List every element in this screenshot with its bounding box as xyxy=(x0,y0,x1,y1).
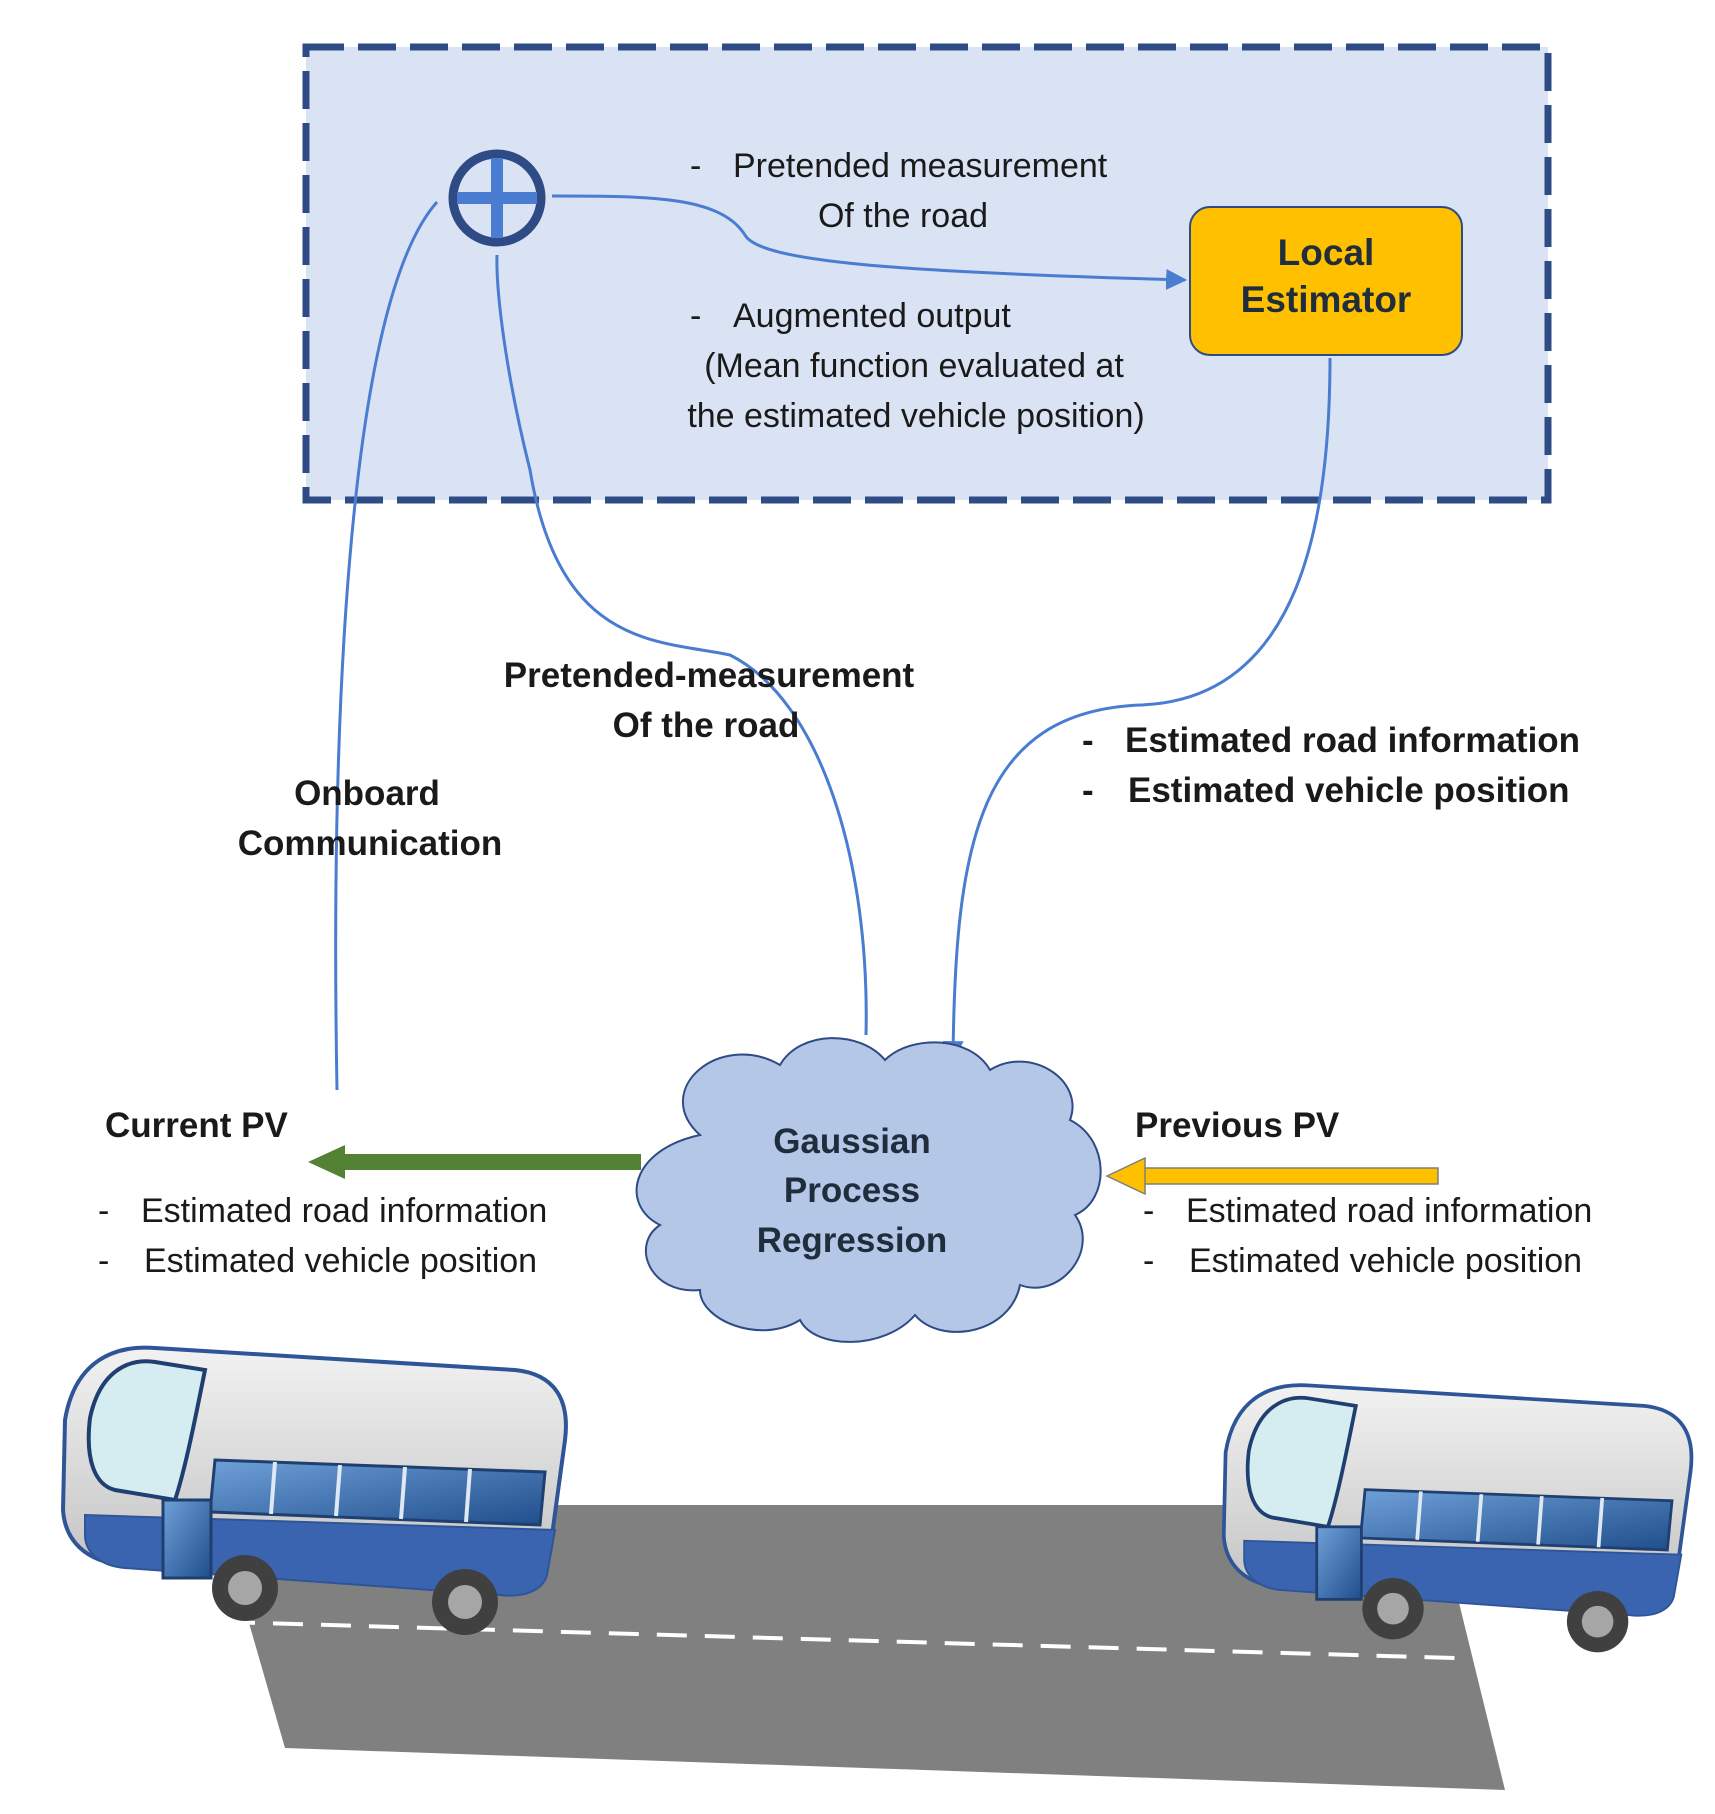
arrow-from-previous-pv xyxy=(1105,1156,1439,1196)
current-pv-title: Current PV xyxy=(105,1106,288,1145)
augmented-line-2: (Mean function evaluated at xyxy=(704,347,1124,385)
local-estimator-label-2: Estimator xyxy=(1241,279,1412,320)
previous-pv-title: Previous PV xyxy=(1135,1106,1340,1145)
pretended-road-line-1: Pretended-measurement xyxy=(504,656,915,695)
estimated-vehicle-position: Estimated vehicle position xyxy=(1128,771,1570,810)
arrow-to-current-pv xyxy=(308,1145,641,1179)
local-estimator-box xyxy=(1189,206,1463,356)
current-pv-dash-1: - xyxy=(98,1192,109,1230)
gpr-label-2: Process xyxy=(784,1171,920,1210)
pretended-road-line-2: Of the road xyxy=(613,706,800,745)
augmented-line-1: Augmented output xyxy=(733,297,1011,335)
connector-pretended-measurement xyxy=(495,254,868,1036)
onboard-line-1: Onboard xyxy=(294,774,440,813)
pretended-line-1: Pretended measurement xyxy=(733,147,1108,185)
plus-circle-icon xyxy=(448,149,546,247)
onboard-line-2: Communication xyxy=(238,824,502,863)
bus-current-pv-icon xyxy=(60,1345,568,1635)
estimated-dash-1: - xyxy=(1082,721,1094,760)
previous-pv-road-info: Estimated road information xyxy=(1186,1192,1592,1230)
connector-estimator-to-gpr xyxy=(942,357,1332,1063)
local-estimator-label-1: Local xyxy=(1278,232,1375,273)
previous-pv-vehicle-position: Estimated vehicle position xyxy=(1189,1242,1582,1280)
current-pv-road-info: Estimated road information xyxy=(141,1192,547,1230)
gpr-label-1: Gaussian xyxy=(773,1122,931,1161)
estimated-road-info: Estimated road information xyxy=(1125,721,1580,760)
bus-previous-pv-icon xyxy=(1221,1383,1694,1653)
current-pv-vehicle-position: Estimated vehicle position xyxy=(144,1242,537,1280)
gpr-cloud xyxy=(635,1037,1102,1343)
gpr-label-3: Regression xyxy=(757,1221,948,1260)
connector-junction-to-estimator xyxy=(551,194,1188,290)
estimated-dash-2: - xyxy=(1082,771,1094,810)
pretended-dash: - xyxy=(690,147,701,185)
connector-onboard-communication xyxy=(334,201,439,1091)
augmented-line-3: the estimated vehicle position) xyxy=(687,397,1144,435)
pretended-line-2: Of the road xyxy=(818,197,988,235)
current-pv-dash-2: - xyxy=(98,1242,109,1280)
augmented-dash: - xyxy=(690,297,701,335)
previous-pv-dash-2: - xyxy=(1143,1242,1154,1280)
previous-pv-dash-1: - xyxy=(1143,1192,1154,1230)
